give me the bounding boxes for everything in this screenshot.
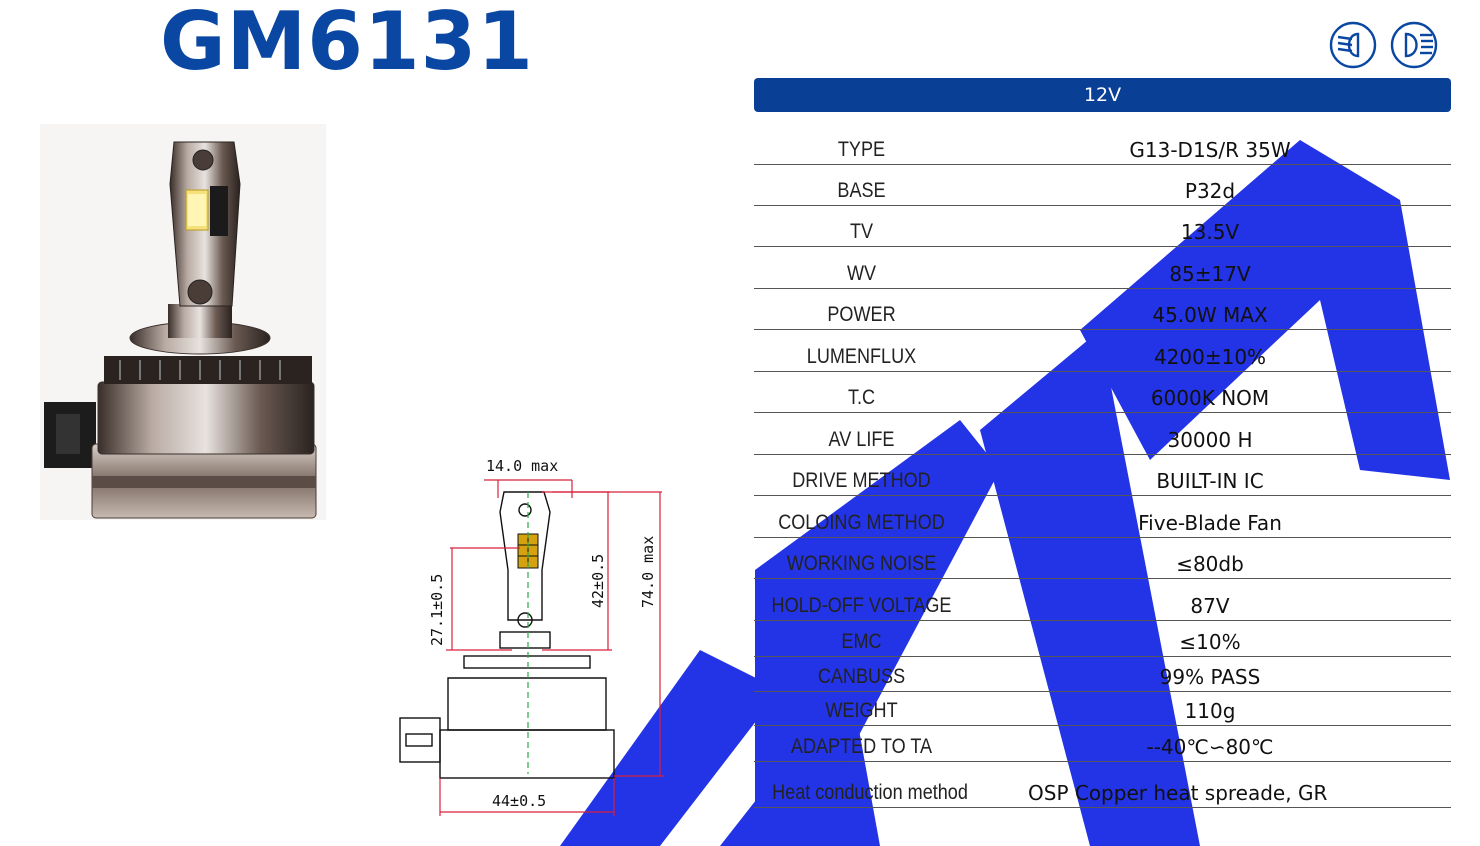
spec-value: 110g (1184, 699, 1236, 723)
spec-row-power: POWER 45.0W MAX (754, 289, 1451, 330)
spec-label: COLOING METHOD (778, 511, 945, 534)
spec-value: Five-Blade Fan (1138, 511, 1282, 535)
spec-label: Heat conduction method (772, 781, 968, 804)
spec-row-emc: EMC ≤10% (754, 621, 1451, 657)
spec-row-lumenflux: LUMENFLUX 4200±10% (754, 330, 1451, 372)
spec-label: TYPE (837, 138, 886, 161)
spec-value: ≤80db (1176, 552, 1244, 576)
focal-dimension-label: 27.1±0.5 (428, 574, 446, 646)
spec-value: 45.0W MAX (1152, 303, 1268, 327)
spec-row-heat-conduction: Heat conduction method OSP Copper heat sp… (754, 762, 1451, 808)
led-height-dimension-label: 42±0.5 (589, 554, 607, 608)
spec-label: BASE (837, 179, 886, 202)
spec-label: AV LIFE (828, 428, 895, 451)
voltage-header: 12V (754, 78, 1451, 112)
spec-row-adapted-to-ta: ADAPTED TO TA --40℃∽80℃ (754, 726, 1451, 762)
spec-value: BUILT-IN IC (1156, 469, 1264, 493)
spec-value: 13.5V (1180, 220, 1240, 244)
dimension-drawing: 14.0 max 44±0.5 74.0 max 42±0.5 27.1±0.5 (399, 457, 664, 816)
spec-row-hold-off-voltage: HOLD-OFF VOLTAGE 87V (754, 579, 1451, 621)
spec-value: --40℃∽80℃ (1146, 735, 1274, 759)
width-dimension-label: 14.0 max (486, 457, 558, 475)
base-width-dimension-label: 44±0.5 (492, 792, 546, 810)
spec-value: 4200±10% (1153, 345, 1267, 369)
high-beam-headlight-icon (1390, 21, 1438, 69)
spec-row-tv: TV 13.5V (754, 206, 1451, 247)
spec-label: EMC (841, 630, 882, 653)
spec-table: TYPE G13-D1S/R 35W BASE P32d TV 13.5V WV 85±… (754, 126, 1451, 808)
spec-row-type: TYPE G13-D1S/R 35W (754, 126, 1451, 165)
product-model-title: GM6131 (160, 0, 534, 88)
spec-value: 87V (1190, 594, 1230, 618)
spec-row-base: BASE P32d (754, 165, 1451, 206)
spec-row-tc: T.C 6000K NOM (754, 372, 1451, 413)
spec-label: ADAPTED TO TA (790, 735, 933, 758)
spec-row-weight: WEIGHT 110g (754, 692, 1451, 726)
product-photo (40, 124, 326, 520)
spec-row-canbuss: CANBUSS 99% PASS (754, 657, 1451, 692)
spec-row-drive-method: DRIVE METHOD BUILT-IN IC (754, 455, 1451, 496)
height-dimension-label: 74.0 max (639, 536, 657, 608)
spec-value: 99% PASS (1159, 665, 1261, 689)
spec-label: DRIVE METHOD (792, 469, 931, 492)
spec-value: OSP Copper heat spreade, GR (1028, 781, 1328, 805)
spec-value: P32d (1184, 179, 1236, 203)
spec-row-working-noise: WORKING NOISE ≤80db (754, 538, 1451, 579)
spec-label: LUMENFLUX (806, 345, 917, 368)
spec-label: WORKING NOISE (786, 552, 937, 575)
spec-label: CANBUSS (817, 665, 906, 688)
spec-row-av-life: AV LIFE 30000 H (754, 413, 1451, 455)
spec-value: 30000 H (1167, 428, 1253, 452)
low-beam-headlight-icon (1329, 21, 1377, 69)
spec-label: T.C (847, 386, 876, 409)
spec-label: WV (846, 262, 877, 285)
spec-label: TV (849, 220, 874, 243)
spec-value: 6000K NOM (1150, 386, 1270, 410)
spec-value: G13-D1S/R 35W (1129, 138, 1291, 162)
spec-label: POWER (827, 303, 896, 326)
spec-label: HOLD-OFF VOLTAGE (771, 594, 952, 617)
spec-row-wv: WV 85±17V (754, 247, 1451, 289)
spec-value: ≤10% (1179, 630, 1241, 654)
beam-icons (1329, 21, 1438, 69)
spec-label: WEIGHT (825, 699, 898, 722)
spec-row-cooling-method: COLOING METHOD Five-Blade Fan (754, 496, 1451, 538)
spec-value: 85±17V (1169, 262, 1251, 286)
